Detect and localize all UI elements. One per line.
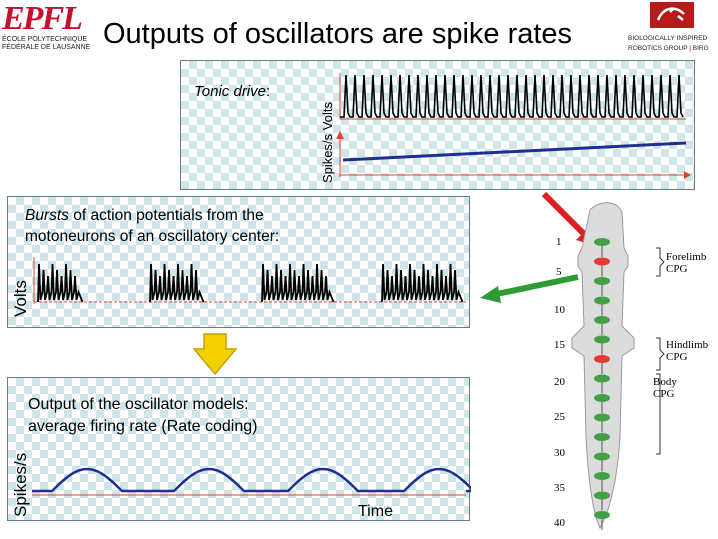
segment-label-1: 1 xyxy=(556,236,562,248)
bursts-panel: Bursts of action potentials from the mot… xyxy=(7,196,470,328)
oscillator-node xyxy=(594,316,610,324)
green-arrow-icon xyxy=(480,274,579,303)
output-time-label: Time xyxy=(358,503,393,520)
epfl-logo-line1: ÉCOLE POLYTECHNIQUE xyxy=(2,36,88,43)
oscillator-node xyxy=(594,335,610,344)
birg-logo-line2: ROBOTICS GROUP | BIRG xyxy=(628,45,709,52)
tonic-rate-line xyxy=(342,141,687,162)
spikes-axis-arrowhead xyxy=(336,131,344,139)
spikes-baseline-arrowhead xyxy=(684,171,691,179)
epfl-logo-mark: EPFL xyxy=(2,0,83,37)
oscillator-node xyxy=(594,433,610,441)
segment-label-25: 25 xyxy=(554,411,565,423)
output-panel: Output of the oscillator models: average… xyxy=(7,377,471,521)
birg-logo: BIOLOGICALLY INSPIRED ROBOTICS GROUP | B… xyxy=(628,2,718,52)
slide-title: Outputs of oscillators are spike rates xyxy=(103,18,573,50)
bursts-plot xyxy=(33,257,466,304)
oscillator-node xyxy=(594,238,610,246)
oscillator-node xyxy=(594,413,610,422)
burst-spike-trains xyxy=(37,263,464,303)
birg-logo-icon xyxy=(650,2,694,28)
segment-label-30: 30 xyxy=(554,447,565,459)
oscillator-node xyxy=(594,511,610,519)
bursts-caption: Bursts of action potentials from the mot… xyxy=(25,207,280,245)
oscillator-node xyxy=(594,355,610,363)
segment-ticks xyxy=(594,238,610,530)
segment-label-15: 15 xyxy=(554,339,565,351)
segment-label-40: 40 xyxy=(554,517,565,529)
oscillator-node xyxy=(594,394,610,402)
down-arrow-icon xyxy=(192,333,238,375)
segment-label-20: 20 xyxy=(554,376,565,388)
segment-label-35: 35 xyxy=(554,482,565,494)
oscillator-node xyxy=(594,491,610,500)
epfl-logo-line2: FÉDÉRALE DE LAUSANNE xyxy=(2,44,91,51)
oscillator-node xyxy=(594,374,610,383)
oscillator-node xyxy=(594,452,610,461)
firing-rate-curve xyxy=(32,467,471,493)
segment-label-5: 5 xyxy=(556,266,562,278)
bursts-volts-label: Volts xyxy=(11,280,30,317)
output-caption: Output of the oscillator models: average… xyxy=(28,396,258,435)
segment-label-10: 10 xyxy=(554,304,565,316)
epfl-logo: EPFL ÉCOLE POLYTECHNIQUE FÉDÉRALE DE LAU… xyxy=(2,0,97,52)
tonic-drive-plot xyxy=(336,73,691,179)
tonic-spike-train xyxy=(340,74,684,118)
tonic-drive-label: Tonic drive: xyxy=(194,83,271,100)
tonic-drive-panel: Tonic drive: Spikes/s Volts xyxy=(180,60,695,190)
oscillator-node xyxy=(594,277,610,285)
salamander-body xyxy=(571,202,665,530)
output-rate-plot xyxy=(32,467,471,496)
oscillator-node xyxy=(594,296,610,305)
oscillator-node xyxy=(594,472,610,480)
oscillator-node xyxy=(594,257,610,266)
birg-logo-line1: BIOLOGICALLY INSPIRED xyxy=(628,35,708,42)
